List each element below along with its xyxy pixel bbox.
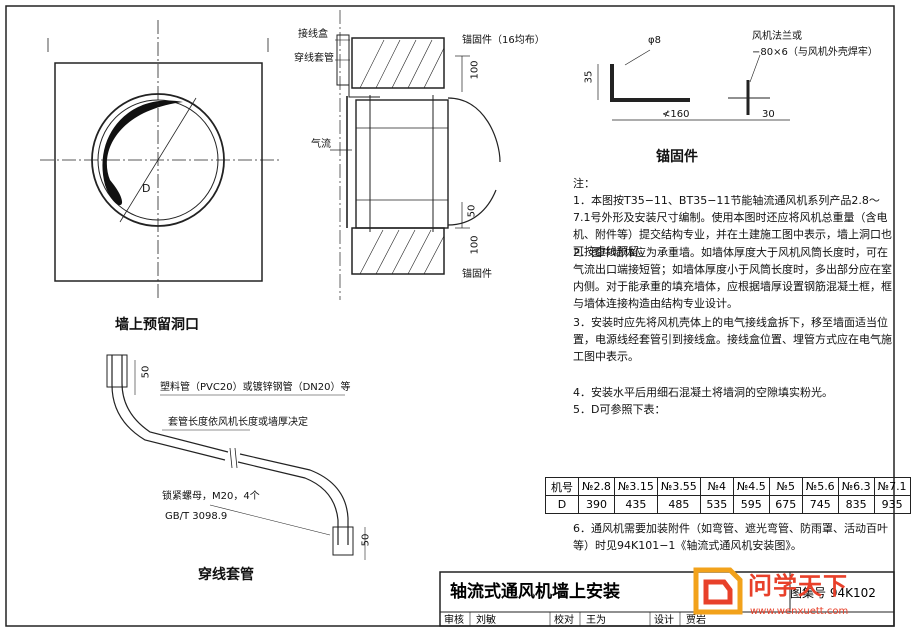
anchor-label: 锚固件: [462, 269, 492, 280]
logo-url: www.wenxuett.com: [750, 606, 849, 617]
note-1: 1．本图按T35−11、BT35−11节能轴流通风机系列产品2.8～7.1号外形…: [573, 194, 892, 258]
standard-label: GB/T 3098.9: [165, 511, 228, 522]
table-cell: №6.3: [837, 477, 875, 496]
logo-text: 问学天下: [748, 572, 848, 600]
airflow-label: 气流: [311, 139, 331, 150]
table-cell: №5: [768, 477, 803, 496]
table-cell: №7.1: [873, 477, 911, 496]
table-cell: 485: [656, 495, 701, 514]
note-6: 6．通风机需要加装附件（如弯管、遮光弯管、防雨罩、活动百叶等）时见94K101−…: [573, 522, 888, 552]
note-5: 5．D可参照下表：: [573, 403, 666, 416]
anchor-caption: 锚固件: [656, 149, 698, 165]
dim-50-conduit-bottom: 50: [360, 533, 372, 547]
rod-diameter-label: φ8: [648, 35, 661, 46]
lock-nut-bottom: [332, 526, 354, 556]
logo-mark-icon: [693, 567, 743, 615]
note-6-block: 6．通风机需要加装附件（如弯管、遮光弯管、防雨罩、活动百叶等）时见94K101−…: [573, 520, 895, 554]
dim-30-label: 30: [762, 109, 775, 120]
table-cell: 390: [578, 495, 615, 514]
opening-crescent-shade: [102, 100, 183, 206]
table-cell: №5.6: [801, 477, 839, 496]
designer-name: 贾岩: [686, 615, 706, 626]
dim-160-label: ≮160: [662, 109, 690, 120]
diameter-dimension-line: [119, 97, 197, 223]
wall-opening-caption: 墙上预留洞口: [115, 317, 199, 333]
atlas-number: 图集号 94K102: [790, 586, 876, 600]
lock-nut-top: [106, 354, 128, 388]
sleeve-length-label: 套管长度依风机长度或墙厚决定: [168, 417, 308, 428]
table-cell: 595: [732, 495, 770, 514]
drawing-title: 轴流式通风机墙上安装: [450, 582, 620, 602]
anchor-detail: [597, 49, 790, 121]
table-cell: 435: [613, 495, 658, 514]
cowl-bottom: [447, 189, 497, 226]
flange-spec-label: −80×6（与风机外壳焊牢）: [752, 47, 878, 58]
pipe-material-label: 塑料管（PVC20）或镀锌钢管（DN20）等: [160, 382, 351, 393]
lock-nut-label: 锁紧螺母，M20，4个: [162, 491, 260, 502]
table-cell: D: [545, 495, 579, 514]
conduit-sleeve-label: 穿线套管: [294, 53, 334, 64]
fan-duct: [355, 99, 449, 229]
table-cell: 机号: [545, 477, 579, 496]
checker-name: 王为: [586, 615, 606, 626]
designer-label: 设计: [654, 615, 674, 626]
note-4: 4．安装水平后用细石混凝土将墙洞的空隙填实粉光。: [573, 386, 833, 399]
table-cell: 675: [768, 495, 803, 514]
table-cell: №4.5: [732, 477, 770, 496]
anchor-note-label: 锚固件（16均布）: [462, 35, 545, 46]
note-2: 2．图中墙体应为承重墙。如墙体厚度大于风机风筒长度时，可在气流出口端接短管；如墙…: [573, 246, 892, 310]
table-cell: 835: [837, 495, 875, 514]
opening-square: [54, 62, 263, 282]
table-cell: №3.15: [613, 477, 658, 496]
notes-heading: 注：: [573, 177, 595, 190]
conduit-detail: [106, 354, 366, 560]
table-cell: №2.8: [578, 477, 615, 496]
table-cell: №4: [699, 477, 734, 496]
wall-block-bottom: [351, 227, 445, 275]
table-cell: 535: [699, 495, 734, 514]
reviewer-name: 刘敏: [476, 615, 496, 626]
table-row: 机号 №2.8 №3.15 №3.55 №4 №4.5 №5 №5.6 №6.3…: [545, 477, 911, 496]
cowl-top: [447, 97, 501, 163]
dim-50-conduit-top: 50: [140, 365, 152, 379]
title-block-frame: [439, 571, 895, 627]
table-cell: №3.55: [656, 477, 701, 496]
table-cell: 935: [873, 495, 911, 514]
note-3: 3．安装时应先将风机壳体上的电气接线盒拆下，移至墙面适当位置，电源线经套管引到接…: [573, 316, 892, 363]
fan-flange-label: 风机法兰或: [752, 31, 802, 42]
conduit-caption: 穿线套管: [198, 567, 254, 583]
dim-35-label: 35: [583, 70, 595, 84]
wall-opening-view: [40, 20, 280, 300]
dim-50: 50: [466, 204, 478, 218]
table-row: D 390 435 485 535 595 675 745 835 935: [545, 495, 911, 514]
wall-block-top: [351, 37, 445, 89]
reviewer-label: 审核: [444, 615, 464, 626]
checker-label: 校对: [554, 615, 574, 626]
opening-diameter-label: D: [142, 182, 151, 195]
junction-box-label: 接线盒: [298, 29, 328, 40]
anchor-bar: [610, 64, 690, 102]
wall-section-view: [330, 10, 501, 300]
table-cell: 745: [801, 495, 839, 514]
dim-100-top: 100: [469, 60, 481, 80]
title-block: 轴流式通风机墙上安装 图集号 94K102 审核 刘敏 校对 王为 设计 贾岩: [440, 572, 895, 627]
watermark-logo: 问学天下 www.wenxuett.com: [690, 560, 895, 626]
dim-100-bottom: 100: [469, 235, 481, 255]
d-reference-table: 机号 №2.8 №3.15 №3.55 №4 №4.5 №5 №5.6 №6.3…: [545, 477, 911, 514]
notes-block: 注： 1．本图按T35−11、BT35−11节能轴流通风机系列产品2.8～7.1…: [573, 175, 895, 418]
